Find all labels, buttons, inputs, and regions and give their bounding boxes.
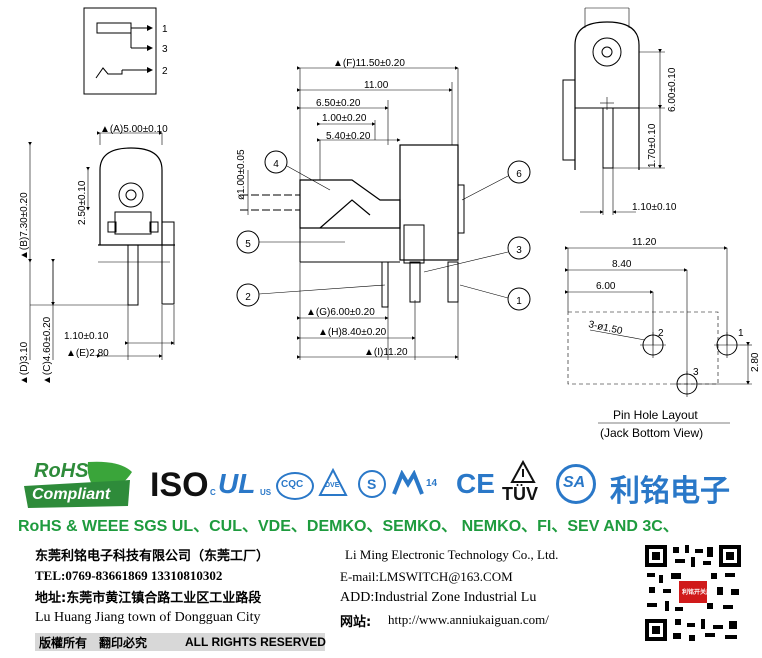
ce-logo: CE: [456, 468, 495, 499]
dim-110-right: 1.10±0.10: [632, 202, 677, 213]
dim-250: 2.50±0.10: [77, 180, 88, 225]
tuv-text: TÜV: [502, 484, 538, 504]
website-label: 网站:: [340, 615, 372, 630]
sa-text: SA: [563, 474, 586, 491]
csa-logo: SA: [556, 464, 596, 504]
brand-cn: 利铭电子: [610, 474, 730, 509]
tuv-logo: TÜV: [500, 459, 546, 506]
s-logo: S: [358, 470, 386, 498]
callout-1: 1: [516, 296, 522, 307]
pin1-label: 1: [162, 24, 168, 35]
dim-170: 1.70±0.10: [647, 123, 658, 168]
pin2-label: 2: [162, 66, 168, 77]
front-view: ▲(F)11.50±0.20 11.00 6.50±0.20 1.00±0.20…: [236, 58, 531, 360]
company-cn-name: 东莞利铭电子科技有限公司（东莞工厂）: [35, 549, 270, 564]
qr-code[interactable]: 利铭开关厂: [645, 545, 741, 641]
us-mark: US: [260, 488, 272, 497]
dim-f: ▲(F)11.50±0.20: [333, 58, 405, 69]
dim-h: ▲(H)8.40±0.20: [318, 327, 387, 338]
rights-en: ALL RIGHTS RESERVED: [185, 635, 326, 649]
dim-540: 5.40±0.20: [326, 131, 371, 142]
dim-1100: 11.00: [364, 80, 389, 91]
dim-a: ▲(A)5.00±0.10: [100, 124, 168, 135]
cqc-text: CQC: [281, 479, 304, 490]
dim-840: 8.40: [612, 259, 632, 270]
triangle-icon: [318, 467, 348, 496]
company-en-name: Li Ming Electronic Technology Co., Ltd.: [345, 547, 559, 562]
dim-600-right: 6.00±0.10: [667, 67, 678, 112]
company-email: E-mail:LMSWITCH@163.COM: [340, 569, 513, 584]
dve-text: DVE: [325, 482, 340, 489]
cqc-logo: CQC: [276, 472, 314, 500]
hole-2-label: 2: [658, 328, 664, 339]
layout-caption: Pin Hole Layout: [613, 408, 698, 422]
left-view: ▲(A)5.00±0.10 ▲(B)7.30±0.20 2.50±0.10 ▲(…: [19, 124, 175, 385]
dim-600-layout: 6.00: [596, 281, 616, 292]
rohs-logo: RoHS Compliant: [20, 458, 136, 510]
dim-280: 2.80: [750, 352, 761, 372]
certification-logos: RoHS Compliant ISO C UL US CQC DVE S 14 …: [0, 440, 762, 542]
warning-triangle-icon: [510, 459, 536, 483]
pin-hole-layout: 11.20 8.40 6.00 3-ø1.50 2.80 2 1 3 Pin H…: [565, 237, 761, 440]
dim-b: ▲(B)7.30±0.20: [19, 192, 30, 260]
callout-2: 2: [245, 292, 251, 303]
qr-code-icon: [645, 545, 741, 641]
c-mark: C: [210, 488, 216, 497]
hole-1-label: 1: [738, 328, 744, 339]
company-tel: TEL:0769-83661869 13310810302: [35, 568, 223, 583]
technical-drawing: 1 3 2 ▲(A)5.00±0.10 ▲(B)7.30±0.20 2.50±0…: [19, 7, 761, 440]
right-view: 6.00±0.10 1.70±0.10 1.10±0.10: [562, 7, 678, 215]
nemko-logo: 14: [392, 469, 442, 498]
company-town: Lu Huang Jiang town of Dongguan City: [35, 610, 261, 625]
dim-650: 6.50±0.20: [316, 98, 361, 109]
dim-g: ▲(G)6.00±0.20: [306, 307, 375, 318]
n14-text: 14: [426, 478, 438, 489]
compliant-text: Compliant: [32, 486, 111, 503]
company-cn-address: 地址:东莞市黄江镇合路工业区工业路段: [35, 591, 262, 606]
website-link[interactable]: http://www.anniukaiguan.com/: [388, 612, 549, 627]
n-mark-icon: [392, 469, 424, 495]
dim-100: 1.00±0.20: [322, 113, 367, 124]
rights-bar: 版權所有 翻印必究 ALL RIGHTS RESERVED: [35, 633, 326, 651]
dim-phi: ø1.00±0.05: [236, 149, 247, 200]
ul-logo: UL: [218, 468, 256, 499]
dim-110-left: 1.10±0.10: [64, 331, 109, 342]
dim-1120: 11.20: [632, 237, 657, 248]
layout-caption-sub: (Jack Bottom View): [600, 426, 703, 440]
iso-logo: ISO: [150, 466, 209, 504]
callout-5: 5: [245, 239, 251, 250]
dim-holes: 3-ø1.50: [587, 319, 623, 337]
callout-6: 6: [516, 169, 522, 180]
cert-slogan: RoHS & WEEE SGS UL、CUL、VDE、DEMKO、SEMKO、 …: [18, 518, 679, 535]
company-en-address: ADD:Industrial Zone Industrial Lu: [340, 590, 537, 605]
dve-logo: DVE: [318, 467, 348, 498]
callout-4: 4: [273, 159, 279, 170]
dim-d: ▲(D)3.10: [19, 341, 30, 385]
dim-e: ▲(E)2.80: [66, 348, 109, 359]
dim-c: ▲(C)4.60±0.20: [42, 316, 53, 385]
callout-3: 3: [516, 245, 522, 256]
rohs-text: RoHS: [34, 460, 89, 482]
s-text: S: [367, 476, 377, 492]
rohs-leaf-icon: [24, 461, 132, 508]
rights-cn: 版權所有 翻印必究: [39, 636, 148, 650]
qr-caption: 利铭开关厂: [682, 589, 713, 596]
pin3-label: 3: [162, 44, 168, 55]
hole-3-label: 3: [693, 367, 699, 378]
schematic-symbol: 1 3 2: [83, 7, 168, 95]
dim-i: ▲(I)11.20: [364, 347, 408, 358]
